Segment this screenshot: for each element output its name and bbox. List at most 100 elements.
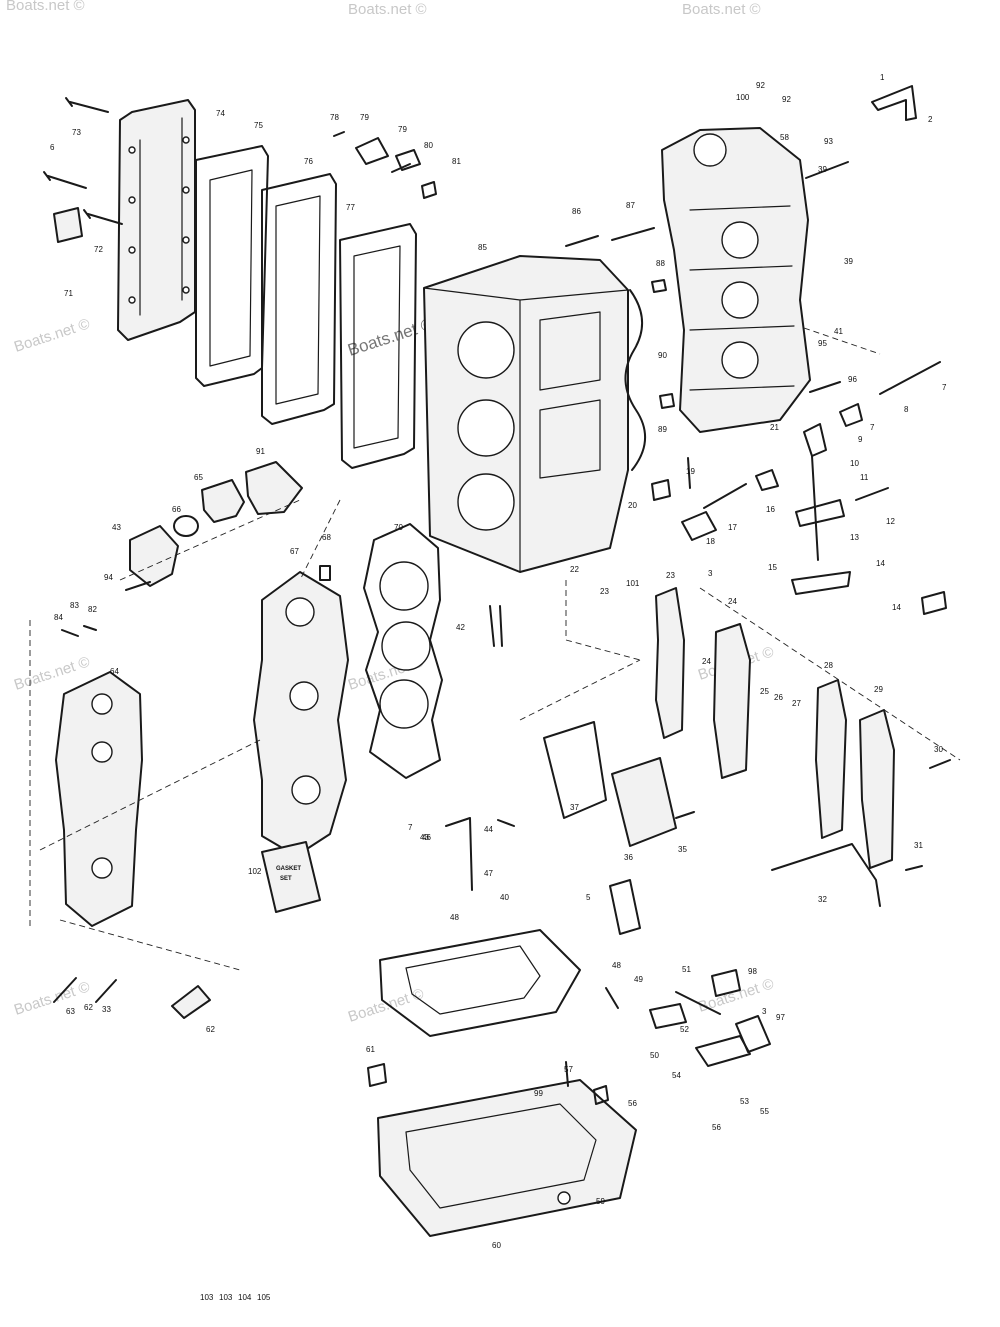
- callout-90: 90: [658, 351, 667, 360]
- callout-46: 46: [422, 833, 431, 842]
- callout-47: 47: [484, 869, 493, 878]
- callout-64: 64: [110, 667, 119, 676]
- callout-89: 89: [658, 425, 667, 434]
- spring-18: [703, 483, 747, 509]
- callout-20: 20: [628, 501, 637, 510]
- callout-21: 21: [770, 423, 779, 432]
- callout-7: 7: [942, 383, 947, 392]
- plug-64: [367, 1063, 387, 1087]
- cam-101: [735, 1015, 771, 1053]
- gasket-kit-box: GASKET SET: [261, 841, 321, 913]
- pin-92-lower: [659, 393, 675, 409]
- callout-92: 92: [782, 95, 791, 104]
- bolt-12: [855, 487, 889, 501]
- watermark-2: Boats.net ©: [348, 1, 427, 18]
- callout-97: 97: [776, 1013, 785, 1022]
- callout-22: 22: [570, 565, 579, 574]
- watermark-1: Boats.net ©: [6, 0, 85, 14]
- callout-61: 61: [366, 1045, 375, 1054]
- callout-88: 88: [656, 259, 665, 268]
- exhaust-plate-window: [275, 195, 321, 405]
- callout-81: 81: [452, 157, 461, 166]
- callout-5: 5: [586, 893, 591, 902]
- callout-80: 80: [424, 141, 433, 150]
- callout-7: 7: [408, 823, 413, 832]
- bolt-39-left: [95, 979, 117, 1003]
- callout-29: 29: [874, 685, 883, 694]
- stud-91: [611, 227, 655, 241]
- callout-8: 8: [904, 405, 909, 414]
- watermark-10: Boats.net ©: [12, 978, 92, 1018]
- plate-75: [53, 207, 83, 243]
- callout-103: 103: [200, 1293, 214, 1302]
- callout-24: 24: [728, 597, 737, 606]
- callout-17: 17: [728, 523, 737, 532]
- callout-105: 105: [257, 1293, 271, 1302]
- assembly-lines: [29, 327, 961, 971]
- thermostat-70: [201, 479, 245, 523]
- callout-51: 51: [682, 965, 691, 974]
- callout-55: 55: [760, 1107, 769, 1116]
- callout-85: 85: [478, 243, 487, 252]
- sensor-82-83: [355, 137, 421, 171]
- pin-92-upper: [651, 279, 667, 293]
- callout-9: 9: [858, 435, 863, 444]
- reed-plate-40: [611, 757, 677, 847]
- callout-11: 11: [860, 473, 869, 482]
- thermostat-cover-47: [129, 525, 179, 587]
- callout-31: 31: [914, 841, 923, 850]
- callout-59: 59: [596, 1197, 605, 1206]
- callout-43: 43: [420, 833, 429, 842]
- callout-93: 93: [824, 137, 833, 146]
- screw-39-reed: [675, 811, 695, 819]
- callout-75: 75: [254, 121, 263, 130]
- reed-gasket-41: [543, 721, 607, 819]
- callout-37: 37: [570, 803, 579, 812]
- screw-50: [497, 819, 515, 827]
- callout-15: 15: [768, 563, 777, 572]
- callout-54: 54: [672, 1071, 681, 1080]
- callout-72: 72: [94, 245, 103, 254]
- callout-7: 7: [870, 423, 875, 432]
- callout-40: 40: [500, 893, 509, 902]
- callout-91: 91: [256, 447, 265, 456]
- bypass-gasket-25: [655, 587, 685, 739]
- callout-41: 41: [834, 327, 843, 336]
- bolt-90: [565, 235, 599, 247]
- exhaust-gasket-inner-window: [353, 245, 401, 449]
- part-17: [755, 469, 779, 491]
- fitting-85: [421, 181, 437, 199]
- callout-74: 74: [216, 109, 225, 118]
- stud-7: [879, 361, 941, 395]
- callout-39: 39: [818, 165, 827, 174]
- exhaust-gasket-outer: [195, 145, 269, 387]
- callout-36: 36: [624, 853, 633, 862]
- callout-98: 98: [748, 967, 757, 976]
- shaft-55: [675, 991, 721, 1015]
- callout-56: 56: [628, 1099, 637, 1108]
- callout-104: 104: [238, 1293, 252, 1302]
- callout-24: 24: [702, 657, 711, 666]
- gasket-kit-line-1: GASKET: [276, 866, 301, 872]
- bracket-102: [711, 969, 741, 997]
- bolt-52: [605, 987, 619, 1009]
- bracket-49: [445, 817, 473, 891]
- clip-5: [609, 879, 641, 935]
- callout-48: 48: [450, 913, 459, 922]
- bolt-6: [43, 171, 87, 189]
- callout-62: 62: [206, 1025, 215, 1034]
- callout-2: 2: [928, 115, 933, 124]
- callout-68: 68: [322, 533, 331, 542]
- callout-87: 87: [626, 201, 635, 210]
- callout-76: 76: [304, 157, 313, 166]
- callout-44: 44: [484, 825, 493, 834]
- callout-95: 95: [818, 339, 827, 348]
- callout-14: 14: [876, 559, 885, 568]
- callout-66: 66: [172, 505, 181, 514]
- callout-52: 52: [680, 1025, 689, 1034]
- bolt-67: [53, 977, 77, 1003]
- callout-3: 3: [708, 569, 713, 578]
- exhaust-gasket-outer-window: [209, 169, 253, 367]
- fitting-88-86: [61, 625, 97, 637]
